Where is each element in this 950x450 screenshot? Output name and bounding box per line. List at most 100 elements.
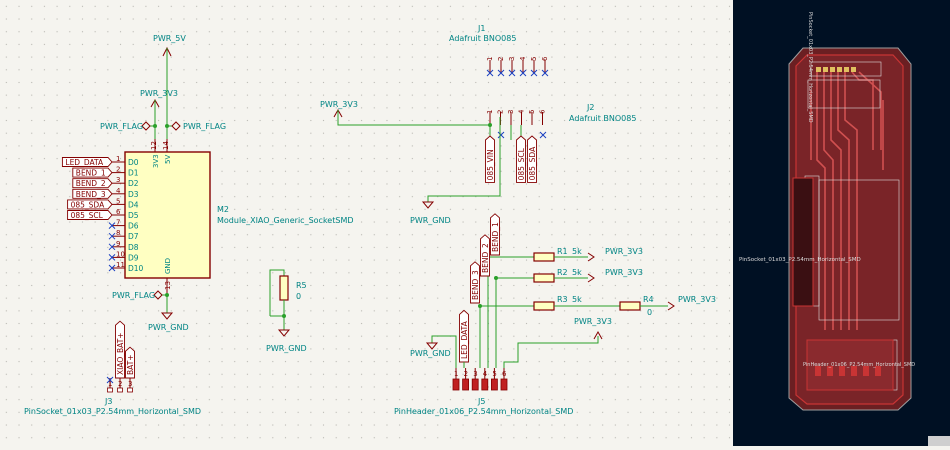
j2-pin-num: 4: [518, 109, 526, 114]
j2-value: Adafruit BNO085: [569, 114, 636, 123]
j5-pin-pad: [490, 378, 498, 391]
net-label-box: [485, 135, 495, 183]
m2-pin-name: D8: [128, 243, 139, 252]
net-label-text: 085_VIN: [486, 149, 495, 180]
m2-pin-name: D10: [128, 264, 144, 273]
pwr-3v3-j5-label: PWR_3V3: [574, 317, 612, 326]
r2-body: [533, 273, 555, 283]
pcb-svg: PinSocket_01x03_P2.54mm_Horizontal_SMD P…: [739, 12, 915, 411]
pcb-mid-label: PinSocket_01x03_P2.54mm_Horizontal_SMD: [739, 257, 861, 263]
pwr-3v3-r4-label: PWR_3V3: [678, 295, 716, 304]
r5-ref: R5: [296, 281, 307, 290]
net-label-box: [115, 320, 125, 379]
pcb-bottom-pads: [815, 366, 881, 376]
j2-pin-num: 6: [539, 109, 547, 114]
net-label-box: [67, 210, 113, 220]
m2-pin-num: 7: [116, 219, 120, 227]
j2-ref: J2: [586, 103, 594, 112]
wire-j2-vin: [337, 110, 490, 126]
junction: [494, 276, 498, 280]
pwr-5v-symbol: PWR_5V: [153, 34, 186, 139]
window-corner: [928, 436, 950, 446]
pwr-flag-left: PWR_FLAG: [100, 121, 157, 131]
net-label-box: [470, 261, 480, 304]
r4-ref: R4: [643, 295, 654, 304]
m2-pin-num: 8: [116, 229, 120, 237]
m2-pin-num: 5: [116, 197, 120, 205]
m2-pin-gnd-name: GND: [164, 258, 172, 274]
r1-body: [533, 252, 555, 262]
net-label-text: BEND_3: [471, 270, 480, 300]
pwr-3v3-r1-label: PWR_3V3: [605, 247, 643, 256]
m2-pin-num: 1: [116, 155, 120, 163]
pcb-view[interactable]: PinSocket_01x03_P2.54mm_Horizontal_SMD P…: [733, 0, 950, 446]
pcb-top-pads: [816, 67, 856, 72]
m2-pin-num: 11: [116, 261, 125, 269]
r4-value: 0: [647, 308, 652, 317]
j5-pin-num: 5: [492, 370, 496, 378]
m2-pin-name: D1: [128, 169, 139, 178]
r3-body: [533, 301, 555, 311]
m2-pin-3v3-name: 3V3: [152, 154, 160, 168]
net-label-text: 085_SCL: [517, 147, 526, 180]
m2-pin-name: D5: [128, 211, 139, 220]
j1-pin-num: 1: [486, 57, 494, 61]
bend-resistor-network[interactable]: R1 5k PWR_3V3 R2 5k PWR_3V3 R3 5k: [410, 247, 716, 368]
j2-pin-num: 1: [486, 110, 494, 114]
junction: [488, 123, 492, 127]
j5-pin-pad: [500, 378, 508, 391]
j5-pin-pad: [452, 378, 460, 391]
pwr-gnd-j5-label: PWR_GND: [410, 349, 451, 358]
net-label-text: 085_SCL: [71, 211, 104, 220]
j3-pin-num: 1: [108, 380, 112, 388]
j5-ref: J5: [477, 397, 485, 406]
pcb-top-label: PinSocket_01x03_P2.54mm_Horizontal_SMD: [807, 12, 813, 123]
m2-ref: M2: [217, 205, 229, 214]
j3-value: PinSocket_01x03_P2.54mm_Horizontal_SMD: [24, 407, 201, 416]
j1-ref: J1: [477, 24, 485, 33]
r3-ref: R3: [557, 295, 568, 304]
pwr-flag-right: PWR_FLAG: [165, 121, 226, 131]
r1-ref: R1: [557, 247, 568, 256]
m2-pin-num: 6: [116, 208, 121, 216]
m2-pin-name: D7: [128, 232, 139, 241]
m2-pin-3v3-num: 12: [150, 141, 158, 150]
r5-body: [279, 275, 289, 301]
j2-pin-num: 2: [497, 110, 505, 114]
j1-pin-num: 2: [497, 57, 505, 61]
j3-pin-pad: [127, 387, 133, 393]
j3-pin-pad: [117, 387, 123, 393]
m2-body: [124, 151, 211, 279]
pwr-3v3-r2-label: PWR_3V3: [605, 268, 643, 277]
j1-pin-num: 4: [519, 56, 527, 61]
net-label-text: BEND_1: [491, 222, 500, 252]
r5-resistor[interactable]: R5 0 PWR_GND: [266, 269, 307, 353]
net-label-text: BEND_1: [76, 169, 106, 178]
pcb-header-pads: [806, 339, 894, 391]
m2-pin-name: D2: [128, 179, 139, 188]
m2-pin-num: 10: [116, 250, 125, 258]
j5-pin-pad: [481, 378, 489, 391]
net-label-text: 085_SDA: [528, 146, 537, 180]
j3-pin-pad: [107, 387, 113, 393]
net-label-box: [125, 346, 135, 379]
j2-pin-num: 5: [528, 110, 536, 114]
m2-gnd-symbol: PWR_FLAG PWR_GND: [112, 290, 189, 332]
net-label-box: [61, 157, 113, 167]
pwr-gnd-m2-label: PWR_GND: [148, 323, 189, 332]
m2-pin-name: D4: [128, 200, 139, 209]
m2-pin-num: 3: [116, 176, 120, 184]
